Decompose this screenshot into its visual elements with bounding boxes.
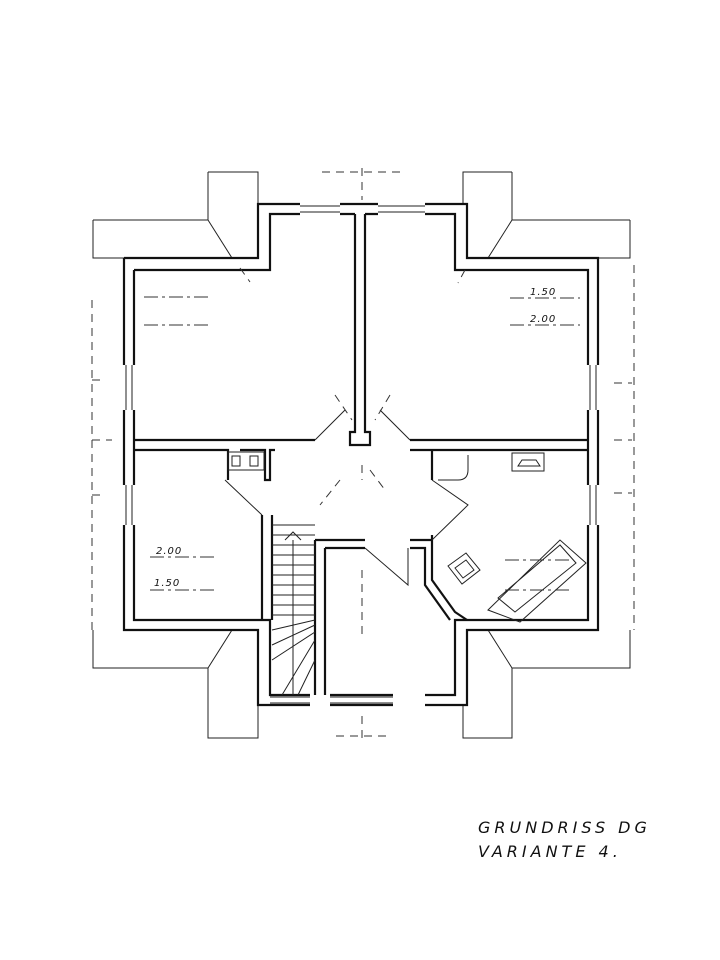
drawing-title: GRUNDRISS DG (478, 818, 651, 837)
staircase (271, 524, 316, 696)
hall-outline (224, 409, 469, 587)
drawing-subtitle: VARIANTE 4. (478, 842, 622, 861)
inner-walls (134, 214, 588, 695)
dimension-label: 2.00 (156, 546, 182, 557)
dimension-label: 2.00 (530, 314, 556, 325)
axis-lines (91, 168, 635, 740)
fixtures (227, 451, 587, 623)
dimension-label: 1.50 (530, 287, 556, 298)
dimension-label: 1.50 (154, 578, 180, 589)
roof-outlines (92, 171, 631, 739)
outer-walls (122, 202, 600, 707)
